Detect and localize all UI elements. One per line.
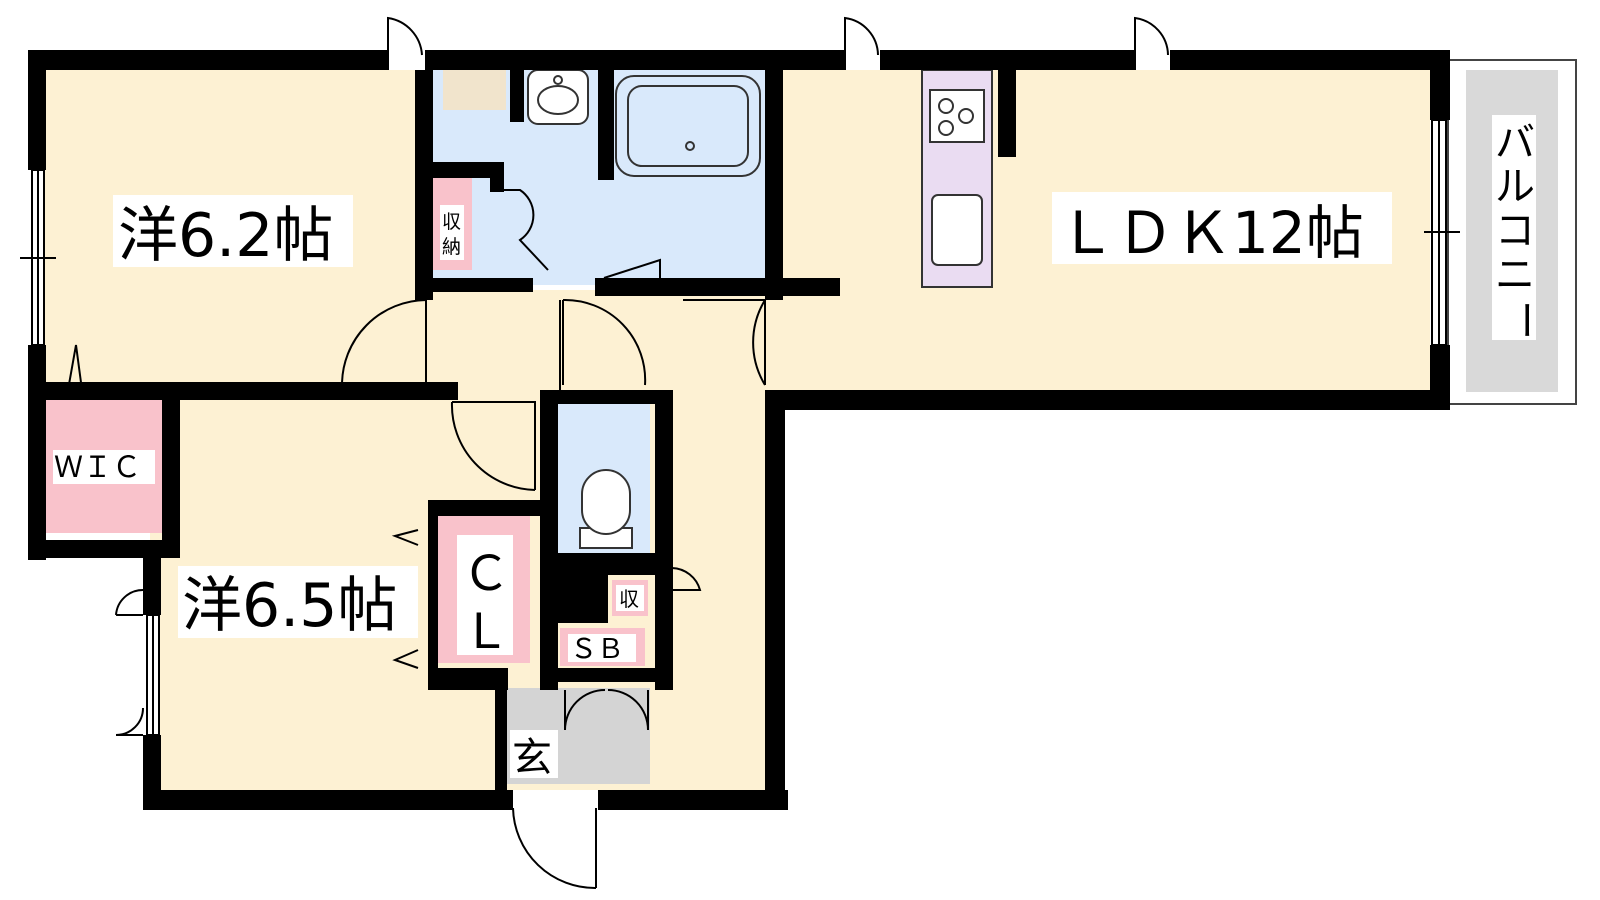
small-storage-label: 収: [619, 587, 639, 611]
bathtub-icon: [615, 75, 761, 177]
burner-icon: [938, 120, 954, 136]
balcony-char: バ: [1495, 120, 1535, 166]
room-label-wic: ＷＩＣ: [54, 450, 141, 484]
bathtub-inner-icon: [627, 85, 749, 167]
entrance-label: 玄: [512, 735, 552, 781]
balcony-char: ル: [1495, 164, 1535, 210]
toilet-bowl-icon: [581, 469, 631, 535]
burner-icon: [958, 108, 974, 124]
doors: [67, 16, 1170, 890]
label-bg-storage: [440, 205, 464, 260]
storage-label-bottom: 納: [442, 236, 461, 258]
room-label-ldk: ＬＤＫ12帖: [1058, 199, 1364, 267]
label-bg-small-storage: [616, 585, 644, 611]
room-label-western-1: 洋6.2帖: [118, 201, 333, 271]
label-bg-wic: [53, 450, 155, 484]
drain-icon: [685, 141, 695, 151]
closet-label-l: Ｌ: [462, 604, 510, 660]
closet-label-c: Ｃ: [462, 546, 510, 602]
label-bg-entrance: [510, 730, 558, 778]
label-bg-ldk: [1052, 192, 1392, 264]
shoe-box-label: ＳＢ: [570, 634, 624, 665]
walls: [28, 50, 1450, 810]
sink-icon: [931, 194, 983, 266]
linen-shelf: [443, 68, 506, 110]
washbasin-bowl-icon: [537, 85, 579, 115]
balcony-char: コ: [1495, 208, 1535, 254]
balcony-char: ニ: [1495, 252, 1535, 298]
storage-label-top: 収: [442, 211, 461, 233]
stove-icon: [929, 89, 985, 143]
faucet-icon: [553, 75, 563, 85]
label-bg-western-2: [178, 566, 418, 638]
label-bg-balcony: [1492, 115, 1536, 340]
balcony-char: ー: [1502, 300, 1548, 340]
room-label-western-2: 洋6.5帖: [182, 571, 397, 641]
label-bg-closet: [457, 535, 513, 655]
burner-icon: [938, 98, 954, 114]
washbasin-icon: [527, 69, 589, 125]
label-bg-shoe-box: [568, 634, 636, 662]
label-bg-western-1: [113, 195, 353, 267]
